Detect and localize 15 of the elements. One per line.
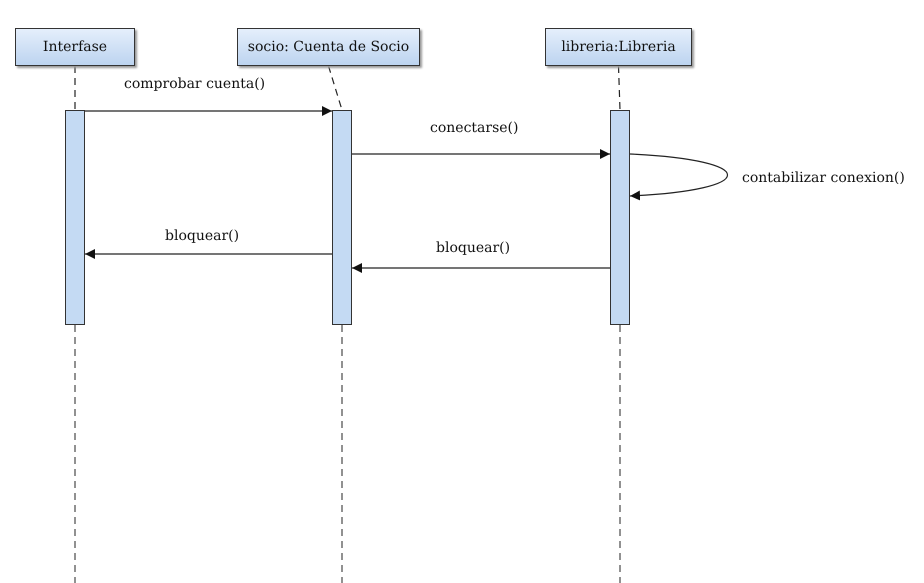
message-arrow (352, 149, 610, 159)
message-arrow (352, 263, 610, 273)
message-arrow (85, 106, 332, 116)
lifeline (618, 66, 621, 110)
message-arrow (85, 249, 332, 259)
lifeline-head: Interfase (15, 28, 135, 66)
lifeline-head: libreria:Libreria (545, 28, 692, 66)
lifeline-head: socio: Cuenta de Socio (237, 28, 420, 66)
message-arrow (630, 153, 728, 200)
message-label: contabilizar conexion() (740, 170, 907, 186)
activation-bar (65, 110, 85, 325)
message-label: conectarse() (428, 120, 520, 136)
activation-bar (332, 110, 352, 325)
lifeline (74, 66, 76, 110)
activation-bar (610, 110, 630, 325)
